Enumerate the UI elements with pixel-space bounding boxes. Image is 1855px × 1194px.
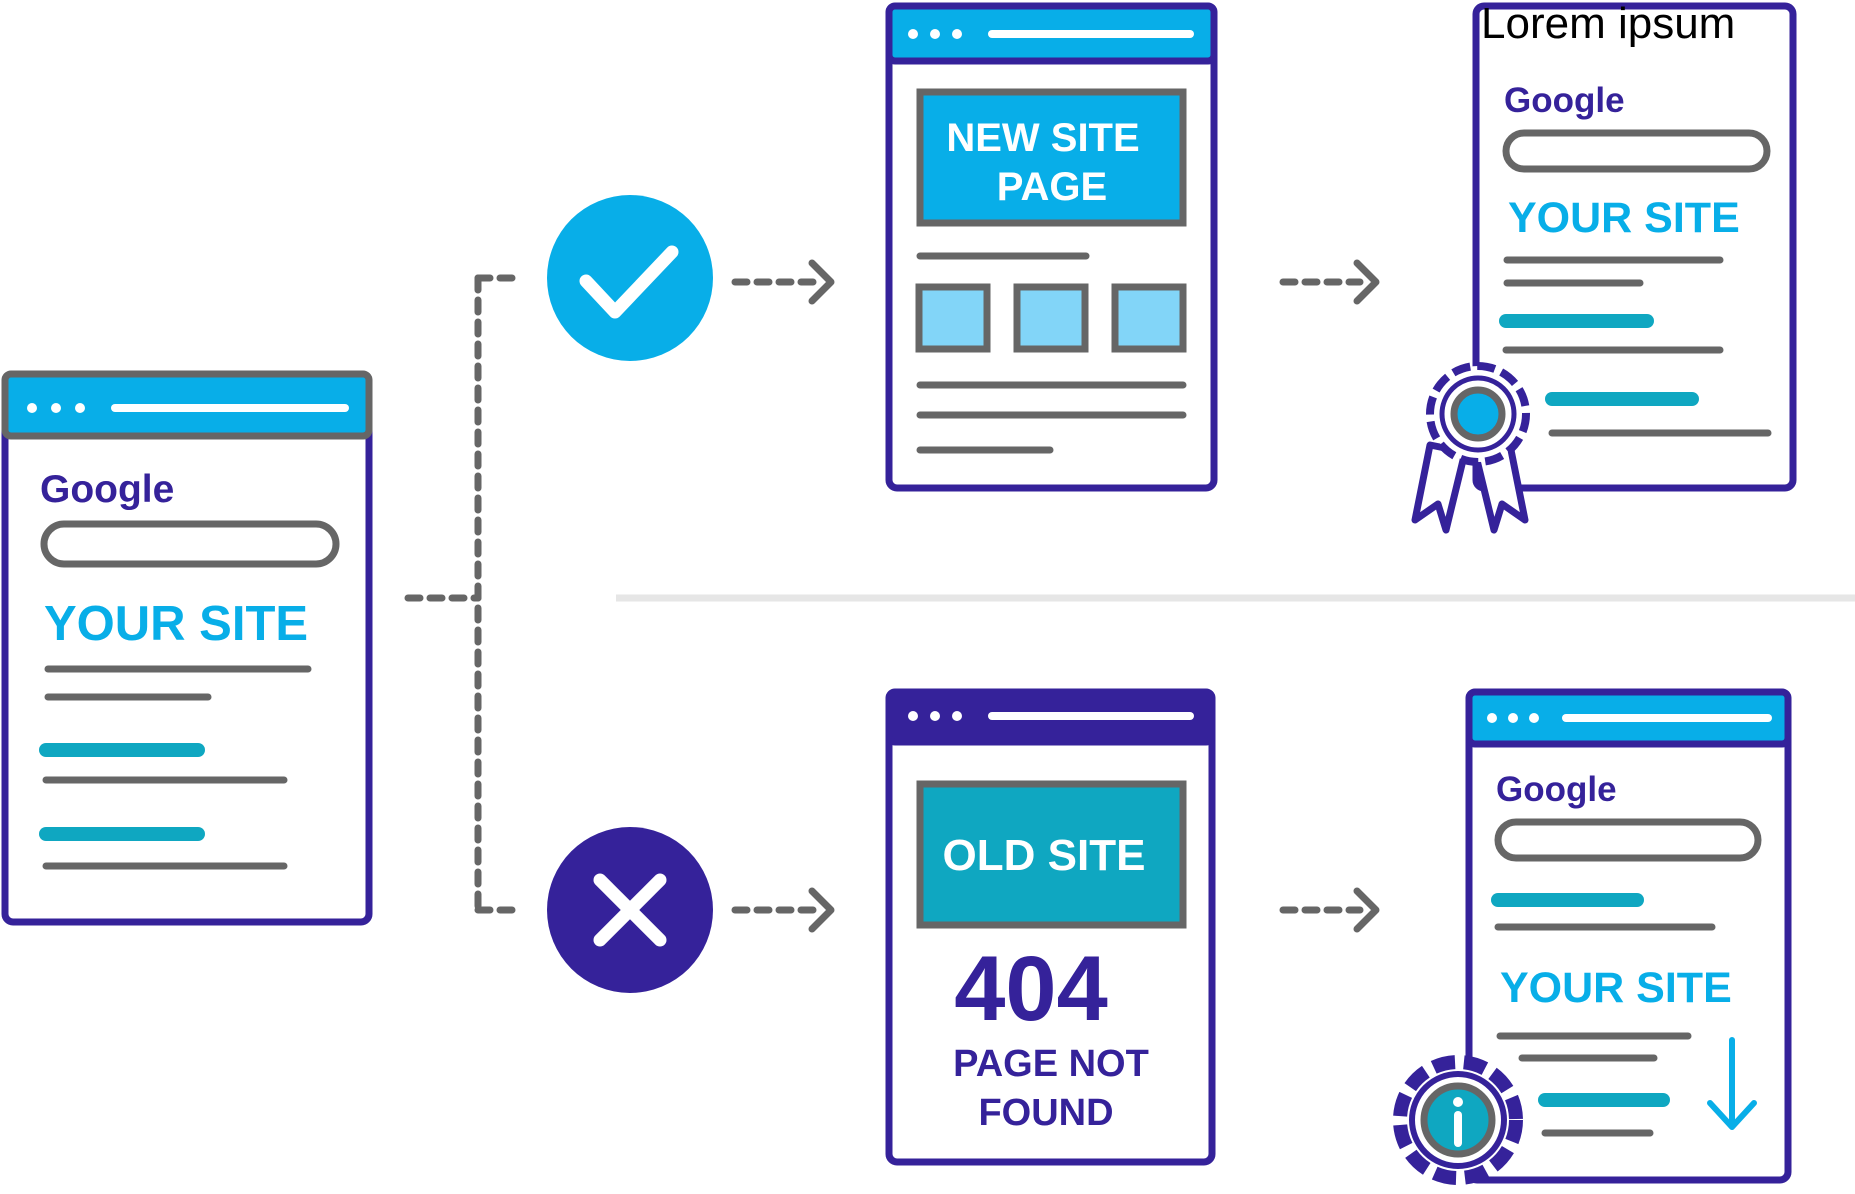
arrow-head-icon — [1353, 887, 1380, 933]
new-page-banner — [916, 88, 1187, 227]
branch-connector — [404, 274, 524, 914]
dropped-result-lower-lines — [1496, 1032, 1692, 1137]
ranked-result-brand: Google — [1504, 81, 1625, 120]
error-line2: FOUND — [978, 1092, 1113, 1134]
success-status-circle — [547, 195, 713, 361]
arrow-to-dropped-result — [1279, 887, 1380, 933]
award-ribbon-icon — [1411, 362, 1530, 534]
error-line1: PAGE NOT — [953, 1043, 1149, 1085]
new-page-banner-line2: PAGE — [997, 165, 1107, 209]
ranked-result-search-bar — [1502, 129, 1771, 173]
dropped-result-brand: Google — [1496, 770, 1617, 809]
arrow-head-icon — [1353, 259, 1380, 305]
source-search-bar — [40, 520, 340, 568]
dropped-result-window-dots — [1487, 713, 1539, 723]
arrow-to-new-page — [731, 259, 835, 305]
ranked-result-content-lines — [1499, 256, 1772, 437]
ranked-result-caption: Lorem ipsum — [1481, 0, 1735, 48]
arrow-head-icon — [808, 887, 835, 933]
old-page-banner — [916, 780, 1187, 929]
gear-info-icon — [1393, 1055, 1523, 1185]
failure-status-circle — [547, 827, 713, 993]
arrow-down-icon — [1707, 1037, 1757, 1130]
ranked-result-window: Lorem ipsum Google YOUR SITE — [1411, 0, 1797, 534]
error-code: 404 — [954, 938, 1108, 1040]
source-brand: Google — [40, 468, 174, 511]
cross-icon — [593, 873, 667, 947]
check-icon — [579, 245, 679, 319]
old-site-page-window: OLD SITE 404 PAGE NOT FOUND — [885, 688, 1216, 1166]
dropped-result-upper-lines — [1491, 893, 1716, 931]
new-page-banner-line1: NEW SITE — [946, 116, 1139, 160]
new-page-window-dots — [908, 29, 962, 39]
old-page-window-dots — [908, 711, 962, 721]
source-window-dots — [27, 403, 85, 413]
arrow-to-ranked-result — [1279, 259, 1380, 305]
source-browser-window: Google YOUR SITE — [1, 370, 373, 926]
dropped-result-site-label: YOUR SITE — [1500, 964, 1732, 1012]
info-dot — [1453, 1097, 1463, 1107]
old-page-banner-text: OLD SITE — [943, 831, 1146, 880]
new-page-thumbnails — [915, 283, 1187, 353]
arrow-head-icon — [808, 259, 835, 305]
ranked-result-site-label: YOUR SITE — [1508, 194, 1740, 242]
new-site-page-window: NEW SITE PAGE — [885, 2, 1218, 492]
source-site-label: YOUR SITE — [44, 597, 308, 651]
new-page-content-lines — [916, 381, 1187, 454]
arrow-to-old-page — [731, 887, 835, 933]
dropped-result-window: Google YOUR SITE — [1393, 688, 1792, 1185]
source-content-lines — [39, 665, 312, 870]
dropped-result-search-bar — [1494, 818, 1762, 862]
